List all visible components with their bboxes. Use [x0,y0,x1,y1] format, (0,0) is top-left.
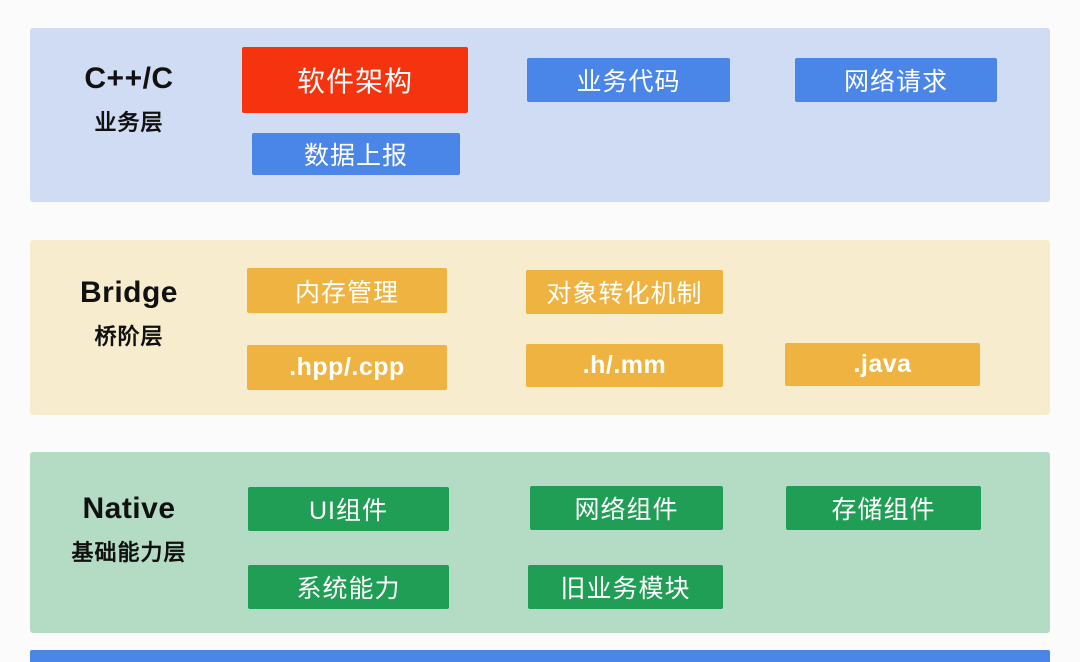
layer-panel-cpp-business [30,28,1050,202]
block-network-components: 网络组件 [530,486,723,530]
layer-title-native: Native [82,492,176,525]
layer-title-block-cpp: C++/C 业务层 [44,62,214,137]
layer-subtitle-native: 基础能力层 [71,539,187,565]
block-software-architecture: 软件架构 [242,47,468,113]
block-data-reporting: 数据上报 [252,133,460,175]
layer-title-cpp: C++/C [84,62,174,95]
block-java-files: .java [785,343,980,386]
layer-subtitle-bridge: 桥阶层 [94,323,164,349]
block-system-capability: 系统能力 [248,565,449,609]
layer-title-block-native: Native 基础能力层 [44,492,214,567]
layer-subtitle-cpp: 业务层 [94,109,164,135]
block-legacy-business-module: 旧业务模块 [528,565,723,609]
block-h-mm-files: .h/.mm [526,344,723,387]
next-layer-cropped-edge [30,650,1050,662]
block-business-code: 业务代码 [527,58,730,102]
layer-title-bridge: Bridge [79,276,178,309]
block-network-request: 网络请求 [795,58,997,102]
block-memory-management: 内存管理 [247,268,447,313]
block-storage-components: 存储组件 [786,486,981,530]
layer-title-block-bridge: Bridge 桥阶层 [44,276,214,351]
block-hpp-cpp-files: .hpp/.cpp [247,345,447,390]
block-object-conversion: 对象转化机制 [526,270,723,314]
block-ui-components: UI组件 [248,487,449,531]
